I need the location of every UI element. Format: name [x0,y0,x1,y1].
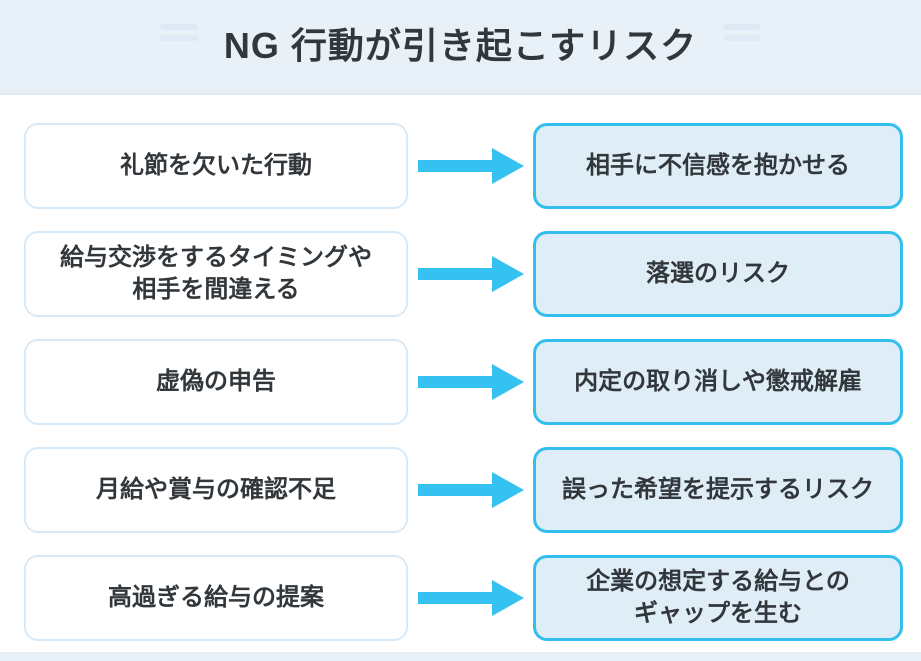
risk-row: 高過ぎる給与の提案 企業の想定する給与との ギャップを生む [24,555,903,641]
arrow-right-icon [418,472,524,508]
rows-container: 礼節を欠いた行動 相手に不信感を抱かせる 給与交渉をするタイミングや 相手を間違… [0,95,921,641]
footer-strip [0,652,921,661]
decoration-bar [723,35,762,41]
cause-box: 高過ぎる給与の提案 [24,555,408,641]
risk-box: 内定の取り消しや懲戒解雇 [533,339,903,425]
risk-box: 企業の想定する給与との ギャップを生む [533,555,903,641]
cause-box: 虚偽の申告 [24,339,408,425]
risk-row: 礼節を欠いた行動 相手に不信感を抱かせる [24,123,903,209]
page-title: NG 行動が引き起こすリスク [223,24,698,66]
arrow-right-icon [418,148,524,184]
risk-row: 月給や賞与の確認不足 誤った希望を提示するリスク [24,447,903,533]
title-decoration-left [159,24,198,41]
title-decoration-right [723,24,762,41]
arrow-right-icon [418,580,524,616]
cause-box: 礼節を欠いた行動 [24,123,408,209]
risk-box: 落選のリスク [533,231,903,317]
decoration-bar [723,24,762,30]
decoration-bar [159,35,198,41]
risk-row: 給与交渉をするタイミングや 相手を間違える 落選のリスク [24,231,903,317]
arrow-right-icon [418,364,524,400]
decoration-bar [159,24,198,30]
risk-box: 相手に不信感を抱かせる [533,123,903,209]
arrow-right-icon [418,256,524,292]
header: NG 行動が引き起こすリスク [0,0,921,95]
risk-row: 虚偽の申告 内定の取り消しや懲戒解雇 [24,339,903,425]
risk-box: 誤った希望を提示するリスク [533,447,903,533]
cause-box: 給与交渉をするタイミングや 相手を間違える [24,231,408,317]
cause-box: 月給や賞与の確認不足 [24,447,408,533]
